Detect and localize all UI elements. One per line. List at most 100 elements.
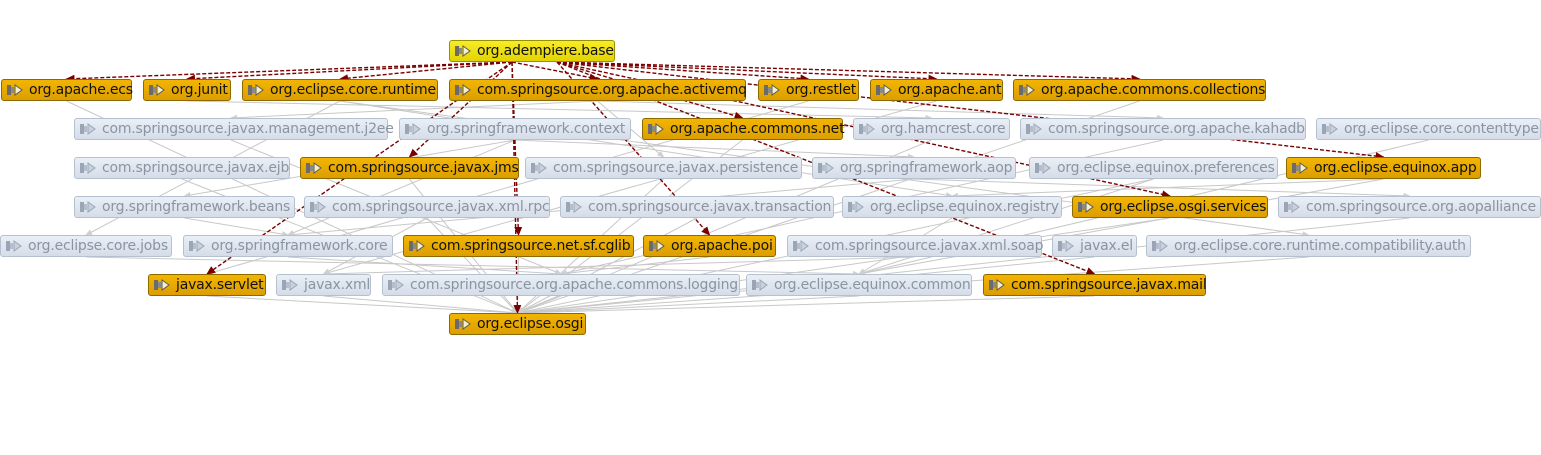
plugin-bundle-icon <box>763 83 781 97</box>
plugin-bundle-icon <box>1321 122 1339 136</box>
bundle-node[interactable]: org.springframework.aop <box>812 157 1016 179</box>
bundle-node[interactable]: org.restlet <box>758 79 859 101</box>
bundle-label: org.springframework.context <box>427 121 626 137</box>
background-edge <box>206 295 519 316</box>
plugin-bundle-icon <box>281 278 299 292</box>
bundle-node[interactable]: org.apache.ant <box>870 79 1003 101</box>
bundle-node[interactable]: com.springsource.org.apache.commons.logg… <box>382 274 740 296</box>
bundle-label: com.springsource.net.sf.cglib <box>431 238 631 254</box>
bundle-label: org.apache.commons.net <box>670 121 845 137</box>
plugin-bundle-icon <box>79 200 97 214</box>
bundle-node[interactable]: org.apache.ecs <box>1 79 133 101</box>
plugin-bundle-icon <box>454 317 472 331</box>
bundle-node[interactable]: org.eclipse.osgi.services <box>1072 196 1268 218</box>
bundle-node[interactable]: org.springframework.core <box>183 235 393 257</box>
plugin-bundle-icon <box>454 83 472 97</box>
bundle-node[interactable]: org.eclipse.equinox.common <box>746 274 972 296</box>
bundle-node[interactable]: com.springsource.javax.management.j2ee <box>74 118 394 140</box>
bundle-label: com.springsource.javax.xml.rpc <box>332 199 550 215</box>
bundle-label: org.eclipse.equinox.preferences <box>1057 160 1275 176</box>
bundle-label: org.eclipse.core.runtime <box>270 82 436 98</box>
bundle-node[interactable]: javax.servlet <box>148 274 266 296</box>
bundle-node[interactable]: com.springsource.javax.ejb <box>74 157 290 179</box>
bundle-node[interactable]: org.apache.poi <box>643 235 776 257</box>
background-edge <box>184 217 289 237</box>
bundle-label: org.springframework.beans <box>102 199 291 215</box>
plugin-bundle-icon <box>387 278 405 292</box>
plugin-bundle-icon <box>858 122 876 136</box>
bundle-node[interactable]: com.springsource.javax.mail <box>983 274 1207 296</box>
plugin-bundle-icon <box>309 200 327 214</box>
bundle-label: org.eclipse.osgi.services <box>1100 199 1267 215</box>
bundle-node[interactable]: org.eclipse.osgi <box>449 313 586 335</box>
plugin-bundle-icon <box>404 122 422 136</box>
bundle-label: org.eclipse.core.runtime.compatibility.a… <box>1174 238 1466 254</box>
background-edge <box>322 256 915 277</box>
bundle-node[interactable]: com.springsource.javax.xml.soap <box>787 235 1044 257</box>
dependency-edge <box>408 61 513 158</box>
bundle-label: javax.xml <box>304 277 371 293</box>
background-edge <box>560 256 710 277</box>
plugin-bundle-icon <box>454 44 472 58</box>
background-edge <box>516 217 1410 316</box>
background-edge <box>858 178 1384 276</box>
bundle-node[interactable]: com.springsource.javax.jms <box>300 157 519 179</box>
dependency-edge <box>556 61 938 83</box>
plugin-bundle-icon <box>1018 83 1036 97</box>
dependency-edge <box>556 61 1141 83</box>
plugin-bundle-icon <box>305 161 323 175</box>
background-edge <box>516 295 860 316</box>
background-edge <box>323 295 519 316</box>
plugin-bundle-icon <box>247 83 265 97</box>
bundle-label: org.eclipse.equinox.app <box>1314 160 1477 176</box>
bundle-label: com.springsource.org.aopalliance <box>1306 199 1536 215</box>
bundle-node[interactable]: com.springsource.org.apache.kahadb <box>1020 118 1306 140</box>
bundle-node[interactable]: org.junit <box>143 79 231 101</box>
bundle-node[interactable]: org.apache.commons.net <box>642 118 845 140</box>
bundle-node[interactable]: javax.xml <box>276 274 371 296</box>
plugin-bundle-icon <box>565 200 583 214</box>
bundle-node[interactable]: com.springsource.org.apache.activemq <box>449 79 747 101</box>
bundle-label: javax.servlet <box>176 277 264 293</box>
bundle-label: com.springsource.org.apache.activemq <box>477 82 747 98</box>
bundle-label: com.springsource.org.apache.commons.logg… <box>410 277 738 293</box>
bundle-node[interactable]: org.eclipse.equinox.preferences <box>1029 157 1278 179</box>
bundle-label: org.eclipse.core.jobs <box>28 238 168 254</box>
plugin-bundle-icon <box>79 161 97 175</box>
plugin-bundle-icon <box>792 239 810 253</box>
bundle-node[interactable]: org.eclipse.core.runtime <box>242 79 438 101</box>
bundle-node[interactable]: org.springframework.context <box>399 118 631 140</box>
bundle-node[interactable]: org.eclipse.equinox.registry <box>842 196 1062 218</box>
dependency-edge <box>556 61 810 83</box>
plugin-bundle-icon <box>408 239 426 253</box>
background-edge <box>287 256 562 277</box>
plugin-bundle-icon <box>1034 161 1052 175</box>
bundle-label: org.apache.ant <box>898 82 1002 98</box>
background-edge <box>339 100 953 199</box>
bundle-node[interactable]: org.eclipse.equinox.app <box>1286 157 1481 179</box>
bundle-node[interactable]: org.eclipse.core.jobs <box>0 235 172 257</box>
bundle-node[interactable]: com.springsource.net.sf.cglib <box>403 235 634 257</box>
bundle-node[interactable]: com.springsource.javax.xml.rpc <box>304 196 550 218</box>
bundle-node[interactable]: javax.el <box>1052 235 1137 257</box>
bundle-node[interactable]: com.springsource.org.aopalliance <box>1278 196 1541 218</box>
plugin-bundle-icon <box>5 239 23 253</box>
bundle-node[interactable]: org.hamcrest.core <box>853 118 1010 140</box>
bundle-label: org.adempiere.base <box>477 43 614 59</box>
bundle-node[interactable]: org.adempiere.base <box>449 40 615 62</box>
bundle-label: org.eclipse.equinox.registry <box>870 199 1059 215</box>
bundle-node[interactable]: org.apache.commons.collections <box>1013 79 1266 101</box>
dependency-edge <box>65 61 513 83</box>
bundle-node[interactable]: com.springsource.javax.persistence <box>525 157 802 179</box>
bundle-node[interactable]: com.springsource.javax.transaction <box>560 196 834 218</box>
bundle-label: org.apache.commons.collections <box>1041 82 1266 98</box>
dependency-edge <box>556 61 1385 161</box>
plugin-bundle-icon <box>148 83 166 97</box>
background-edge <box>516 217 1171 316</box>
background-edge <box>186 100 933 121</box>
bundle-node[interactable]: org.springframework.beans <box>74 196 295 218</box>
bundle-node[interactable]: org.eclipse.core.contenttype <box>1316 118 1541 140</box>
bundle-node[interactable]: org.eclipse.core.runtime.compatibility.a… <box>1146 235 1471 257</box>
plugin-bundle-icon <box>1077 200 1095 214</box>
bundle-label: org.eclipse.equinox.common <box>774 277 971 293</box>
